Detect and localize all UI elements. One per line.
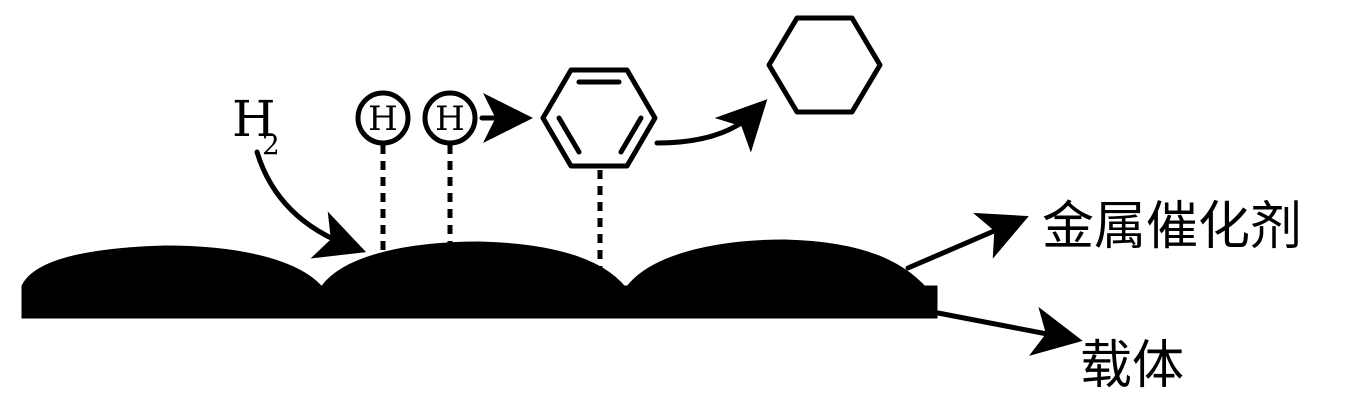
hydrogen-atom-2-label: H <box>435 99 465 139</box>
cyclohexane-molecule <box>766 15 883 115</box>
h2-adsorption-arrow <box>254 149 367 259</box>
h2-subscript: 2 <box>262 128 280 161</box>
hydrogen-atom-2: H <box>422 90 478 146</box>
support-label: 载体 <box>1080 336 1184 396</box>
metal-catalyst-label: 金属催化剂 <box>1042 197 1302 257</box>
catalyst-particle-right <box>625 239 938 319</box>
hydrogen-atom-1-label: H <box>368 99 398 139</box>
hydrogen-atom-1: H <box>355 90 411 146</box>
support-arrow <box>935 306 1083 356</box>
h2-label: H <box>232 90 276 148</box>
benzene-molecule <box>540 67 658 169</box>
catalyst-particle-middle <box>321 241 631 319</box>
metal-catalyst-arrow <box>905 212 1029 271</box>
benzene-to-cyclohexane-arrow <box>654 99 768 153</box>
catalyst-particle-left <box>21 245 327 319</box>
